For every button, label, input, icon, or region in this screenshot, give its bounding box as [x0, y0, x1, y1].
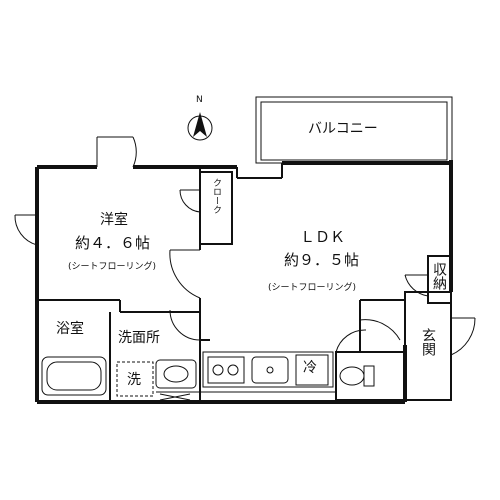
bedroom-floor: (シートフローリング) — [68, 262, 157, 272]
doors — [14, 136, 476, 356]
basin-bowl — [163, 365, 189, 383]
ldk-name: ＬＤＫ — [300, 228, 346, 246]
kitchen-drain — [266, 366, 274, 374]
bathtub — [41, 356, 107, 396]
washer-space — [116, 361, 154, 397]
fridge-label: 冷 — [303, 360, 317, 376]
outer-walls — [35, 160, 453, 404]
kitchen-counter — [202, 351, 334, 388]
interior-walls — [37, 163, 452, 402]
toilet-tank — [363, 365, 375, 387]
closet-label: クローク — [211, 178, 221, 214]
stove — [207, 356, 245, 384]
bathtub-inner — [46, 361, 102, 391]
kitchen-sink — [251, 356, 289, 384]
compass-north-label: N — [196, 95, 203, 105]
burner-2 — [227, 364, 239, 376]
bath-label: 浴室 — [56, 321, 84, 337]
entrance-label: 玄関 — [420, 328, 436, 356]
balcony-label: バルコニー — [308, 121, 378, 137]
ldk-size: 約９．５帖 — [284, 251, 360, 269]
north-compass-icon — [187, 112, 213, 141]
bedroom-name: 洋室 — [100, 212, 128, 228]
ldk-floor: (シートフローリング) — [268, 283, 357, 293]
washroom-label: 洗面所 — [118, 330, 160, 346]
toilet — [339, 366, 365, 386]
wash-basin — [155, 359, 197, 389]
fridge-space — [295, 354, 329, 386]
burner-1 — [212, 364, 224, 376]
storage-label: 収納 — [431, 262, 447, 290]
washer-label: 洗 — [127, 372, 141, 388]
bedroom-size: 約４．６帖 — [75, 234, 151, 252]
